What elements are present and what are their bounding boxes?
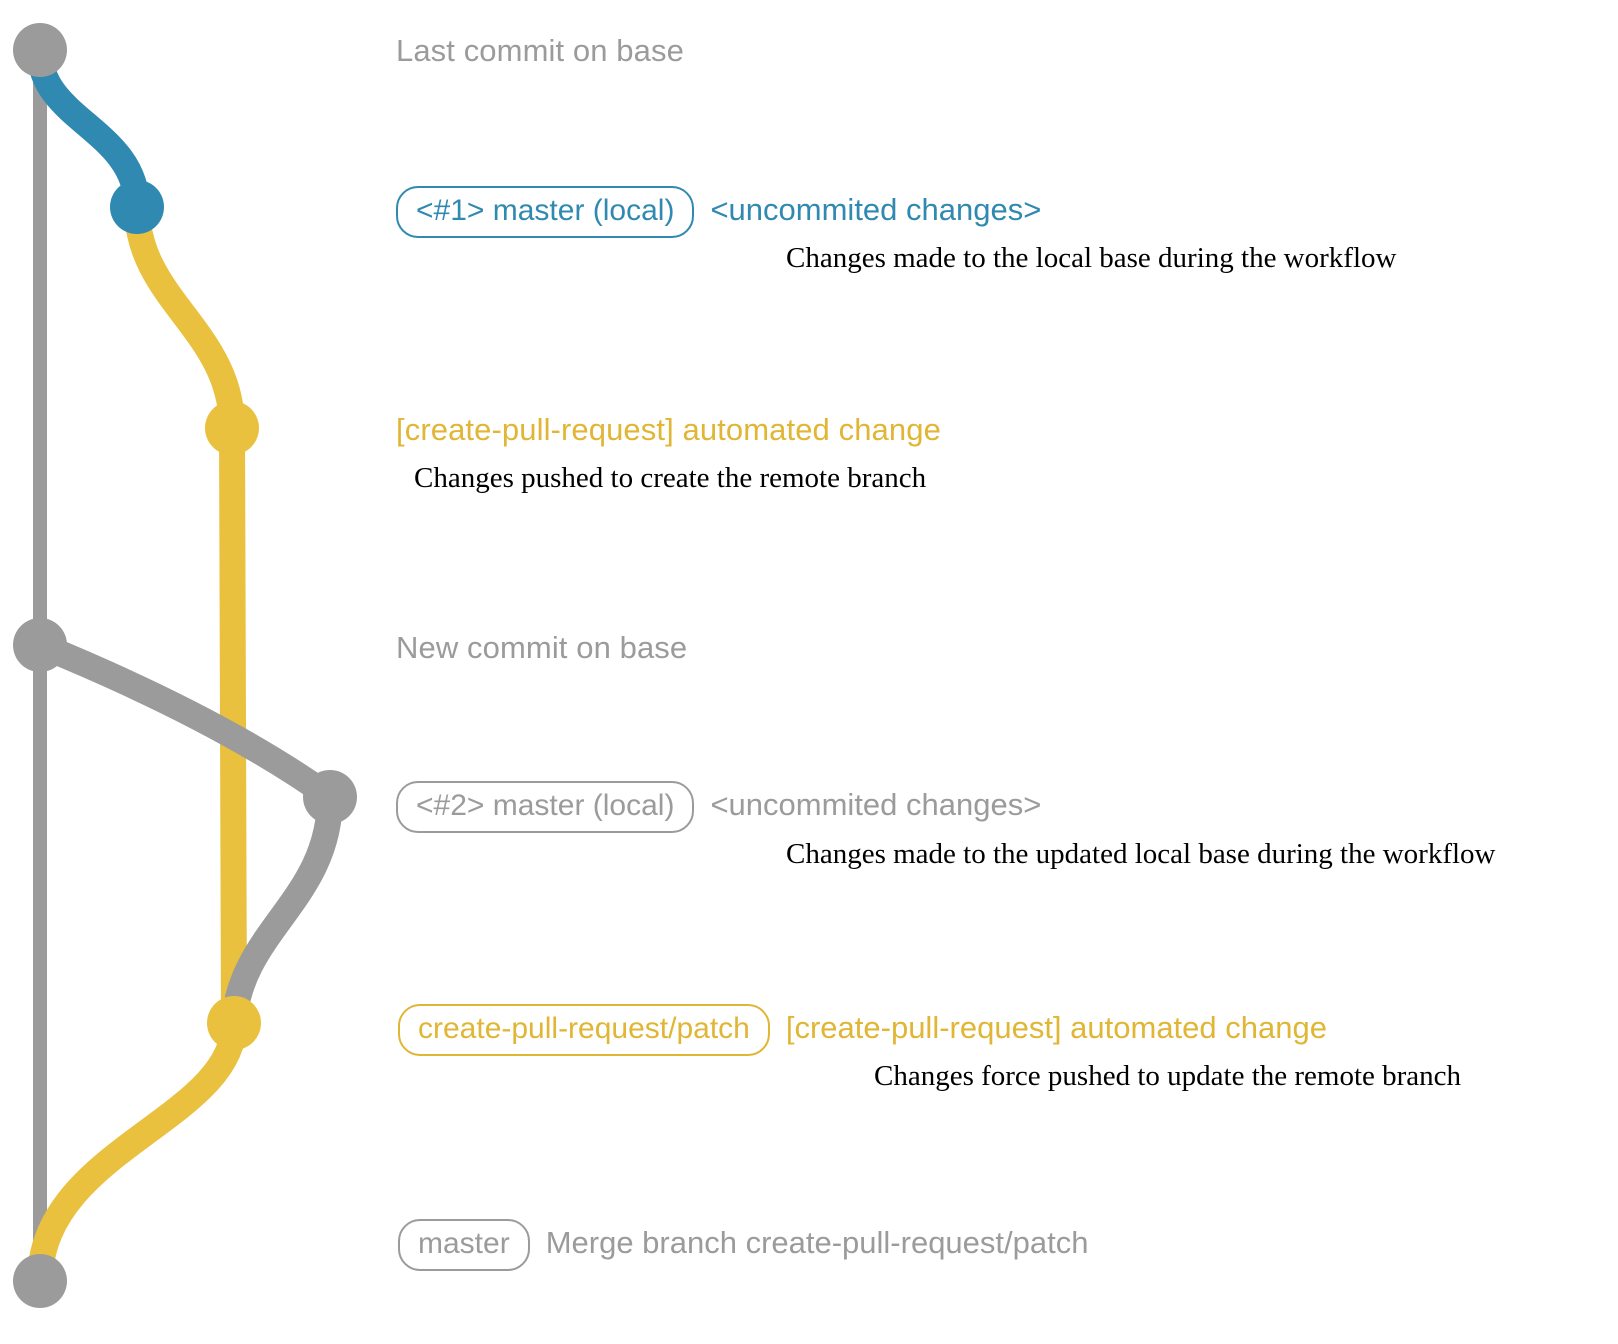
branch-line-patch-to-merge <box>27 1010 247 1294</box>
branch-line-local-2-out <box>27 632 343 810</box>
commit-description-automated-change-1: Changes pushed to create the remote bran… <box>414 462 927 494</box>
commit-node-new-commit-on-base[interactable] <box>13 618 67 672</box>
branch-line-local-2-in <box>221 784 343 1036</box>
entry-master-local-1: <#1> master (local) <uncommited changes> <box>396 186 1041 238</box>
commit-node-last-commit-on-base[interactable] <box>13 23 67 77</box>
commit-subject-automated-change-2: [create-pull-request] automated change <box>785 1010 1327 1045</box>
commit-node-master-local-1[interactable] <box>110 180 164 234</box>
commit-description-master-local-2: Changes made to the updated local base d… <box>786 838 1496 870</box>
commit-subject-merge-commit: Merge branch create-pull-request/patch <box>545 1225 1089 1260</box>
commit-subject-new-commit-on-base: New commit on base <box>396 630 688 665</box>
ref-badge-master[interactable]: master <box>398 1219 530 1271</box>
commit-description-automated-change-2: Changes force pushed to update the remot… <box>874 1060 1462 1092</box>
commit-node-master-local-2[interactable] <box>303 770 357 824</box>
ref-badge-create-pull-request-patch[interactable]: create-pull-request/patch <box>398 1004 770 1056</box>
commit-subject-last-commit-on-base: Last commit on base <box>396 33 684 68</box>
commit-node-automated-change-2[interactable] <box>207 996 261 1050</box>
commit-description-master-local-1: Changes made to the local base during th… <box>786 242 1397 274</box>
entry-new-commit-on-base: New commit on base <box>396 630 687 666</box>
entry-merge-commit: master Merge branch create-pull-request/… <box>398 1219 1088 1271</box>
entry-automated-change-1: [create-pull-request] automated change <box>396 412 941 448</box>
commit-node-merge-commit[interactable] <box>13 1254 67 1308</box>
ref-badge-master-local-2[interactable]: <#2> master (local) <box>396 781 695 833</box>
commit-subject-master-local-2: <uncommited changes> <box>710 787 1042 822</box>
commit-subject-master-local-1: <uncommited changes> <box>710 192 1042 227</box>
entry-last-commit-on-base: Last commit on base <box>396 33 684 69</box>
entry-automated-change-2: create-pull-request/patch [create-pull-r… <box>398 1004 1327 1056</box>
entry-master-local-2: <#2> master (local) <uncommited changes> <box>396 781 1041 833</box>
ref-badge-master-local-1[interactable]: <#1> master (local) <box>396 186 695 238</box>
commit-subject-automated-change-1: [create-pull-request] automated change <box>396 412 941 447</box>
branch-line-patch-upper <box>124 194 245 441</box>
commit-node-automated-change-1[interactable] <box>205 401 259 455</box>
